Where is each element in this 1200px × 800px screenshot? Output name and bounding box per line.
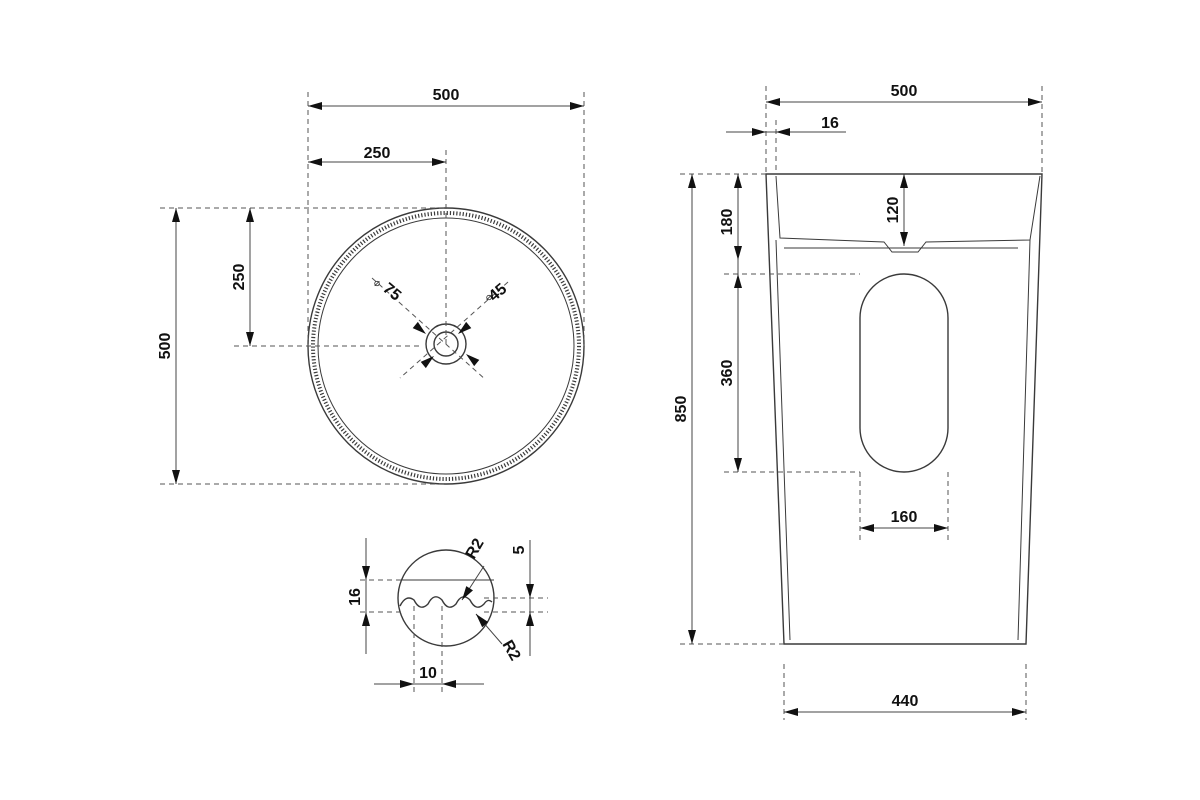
side-inner-depth-label: 120 [885, 197, 902, 224]
basin-rim-knurl [311, 211, 581, 481]
pedestal-outer-outline [765, 173, 1043, 645]
detail-circle [397, 549, 495, 647]
detail-wave-profile [399, 596, 493, 608]
detail-pitch-label: 10 [419, 665, 437, 682]
top-width-label: 500 [433, 87, 460, 104]
side-wall-label: 16 [821, 115, 839, 132]
detail-height-label: 16 [347, 588, 364, 606]
side-height-label: 850 [673, 396, 690, 423]
drain-symbol: ⌀ [374, 278, 380, 289]
top-half-width-label: 250 [364, 145, 391, 162]
detail-view: 16 5 R2 R2 10 [347, 536, 548, 696]
drain-leader-45 [399, 281, 509, 379]
side-width-label: 500 [891, 83, 918, 100]
detail-radius-bottom-label: R2 [499, 638, 524, 664]
top-depth-label: 500 [157, 333, 174, 360]
side-opening-height-label: 360 [719, 360, 736, 387]
top-half-depth-label: 250 [231, 264, 248, 291]
detail-groove-label: 5 [511, 545, 528, 554]
basin-bowl-line [775, 175, 1041, 253]
top-view: ⌀ 75 ⌀ 45 500 250 500 250 [157, 87, 585, 485]
side-opening-width-label: 160 [891, 509, 918, 526]
drain-leader-75 [371, 277, 487, 381]
drain-diameter-label: 75 [379, 280, 404, 305]
basin-rim-inner [317, 217, 575, 475]
pedestal-opening [859, 273, 949, 473]
overflow-symbol: ⌀ [486, 292, 492, 303]
side-view: 500 16 850 180 360 120 [673, 83, 1043, 720]
detail-radius-top-label: R2 [463, 536, 488, 562]
side-bowl-depth-label: 180 [719, 209, 736, 236]
pedestal-inner-wall [775, 239, 1031, 641]
side-base-width-label: 440 [892, 693, 919, 710]
